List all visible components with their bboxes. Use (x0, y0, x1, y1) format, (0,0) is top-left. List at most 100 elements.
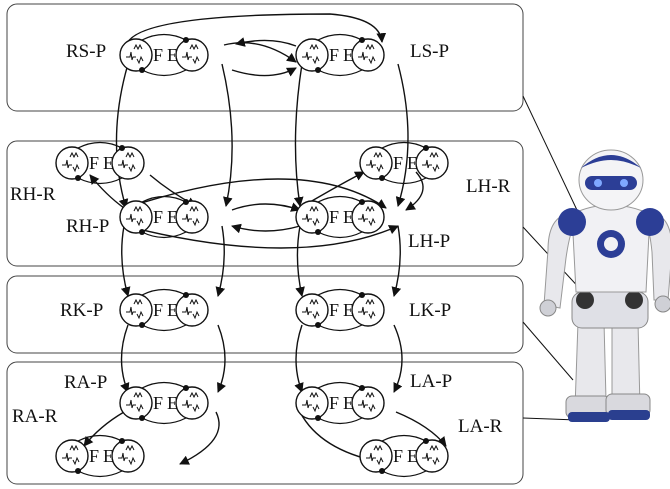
coupling-arrow (405, 171, 424, 211)
inhibition-dot (315, 415, 321, 421)
extensor-label: E (343, 207, 354, 227)
extensor-label: E (343, 300, 354, 320)
label-ra-p: RA-P (64, 372, 107, 393)
flexor-neuron-icon (119, 293, 153, 327)
flexor-neuron-icon (295, 293, 329, 327)
flexor-neuron-icon (295, 38, 329, 72)
coupling-arrow (235, 37, 297, 47)
flexor-neuron-icon (55, 439, 89, 473)
extensor-label: E (167, 300, 178, 320)
label-la-p: LA-P (410, 371, 452, 392)
flexor-label: F (153, 300, 163, 320)
extensor-neuron-icon (175, 38, 209, 72)
coupling-arrow (295, 225, 305, 297)
extensor-neuron-icon (111, 146, 145, 180)
extensor-neuron-icon (351, 293, 385, 327)
inhibition-dot (75, 175, 81, 181)
inhibition-dot (315, 322, 321, 328)
extensor-label: E (167, 207, 178, 227)
flexor-label: F (329, 300, 339, 320)
coupling-arrow (215, 225, 226, 297)
flexor-label: F (89, 446, 99, 466)
inhibition-dot (139, 229, 145, 235)
label-la-r: LA-R (458, 416, 503, 437)
coupling-arrow (120, 324, 130, 393)
extensor-label: E (407, 153, 418, 173)
inhibition-dot (359, 199, 365, 205)
coupling-arrow (217, 324, 227, 393)
coupling-arrow (393, 324, 403, 393)
coupling-arrow (231, 202, 301, 212)
inhibition-dot (139, 415, 145, 421)
coupling-arrow (231, 223, 301, 234)
coupling-arrow (395, 63, 409, 207)
flexor-label: F (153, 45, 163, 65)
flexor-label: F (329, 207, 339, 227)
coupling-arrow (125, 225, 399, 249)
extensor-neuron-icon (415, 439, 449, 473)
shoulder-group-box (6, 3, 524, 112)
label-rs-p: RS-P (66, 41, 106, 62)
label-ra-r: RA-R (12, 406, 58, 427)
extensor-label: E (343, 45, 354, 65)
flexor-neuron-icon (119, 386, 153, 420)
flexor-label: F (153, 393, 163, 413)
extensor-label: E (167, 393, 178, 413)
coupling-arrow (89, 174, 125, 209)
flexor-neuron-icon (55, 146, 89, 180)
inhibition-dot (119, 145, 125, 151)
inhibition-dot (183, 199, 189, 205)
coupling-arrow (395, 411, 447, 447)
extensor-neuron-icon (415, 146, 449, 180)
inhibition-dot (359, 385, 365, 391)
inhibition-dot (139, 322, 145, 328)
connections (83, 13, 447, 466)
extensor-neuron-icon (111, 439, 145, 473)
label-ls-p: LS-P (410, 41, 449, 62)
flexor-label: F (393, 446, 403, 466)
inhibition-dot (379, 175, 385, 181)
inhibition-dot (139, 67, 145, 73)
inhibition-dot (183, 292, 189, 298)
extensor-label: E (167, 45, 178, 65)
coupling-arrow (223, 42, 297, 63)
flexor-neuron-icon (119, 38, 153, 72)
inhibition-dot (379, 468, 385, 474)
coupling-arrow (391, 225, 402, 297)
coupling-arrow (294, 324, 304, 393)
extensor-neuron-icon (175, 386, 209, 420)
flexor-label: F (89, 153, 99, 173)
flexor-label: F (329, 45, 339, 65)
knee-group-box (6, 275, 524, 354)
coupling-arrow (179, 411, 220, 465)
coupling-arrow (221, 63, 233, 207)
hip-group-box (6, 140, 524, 267)
label-rh-r: RH-R (10, 184, 56, 205)
label-lk-p: LK-P (409, 300, 451, 321)
inhibition-dot (183, 385, 189, 391)
inhibition-dot (315, 67, 321, 73)
coupling-arrow (83, 411, 125, 447)
extensor-label: E (103, 153, 114, 173)
extensor-label: E (407, 446, 418, 466)
ankle-group-box (6, 361, 524, 485)
coupling-arrow (231, 67, 297, 77)
flexor-neuron-icon (295, 386, 329, 420)
extensor-neuron-icon (175, 200, 209, 234)
flexor-neuron-icon (359, 439, 393, 473)
inhibition-dot (183, 37, 189, 43)
extensor-neuron-icon (175, 293, 209, 327)
inhibition-dot (423, 438, 429, 444)
extensor-label: E (103, 446, 114, 466)
